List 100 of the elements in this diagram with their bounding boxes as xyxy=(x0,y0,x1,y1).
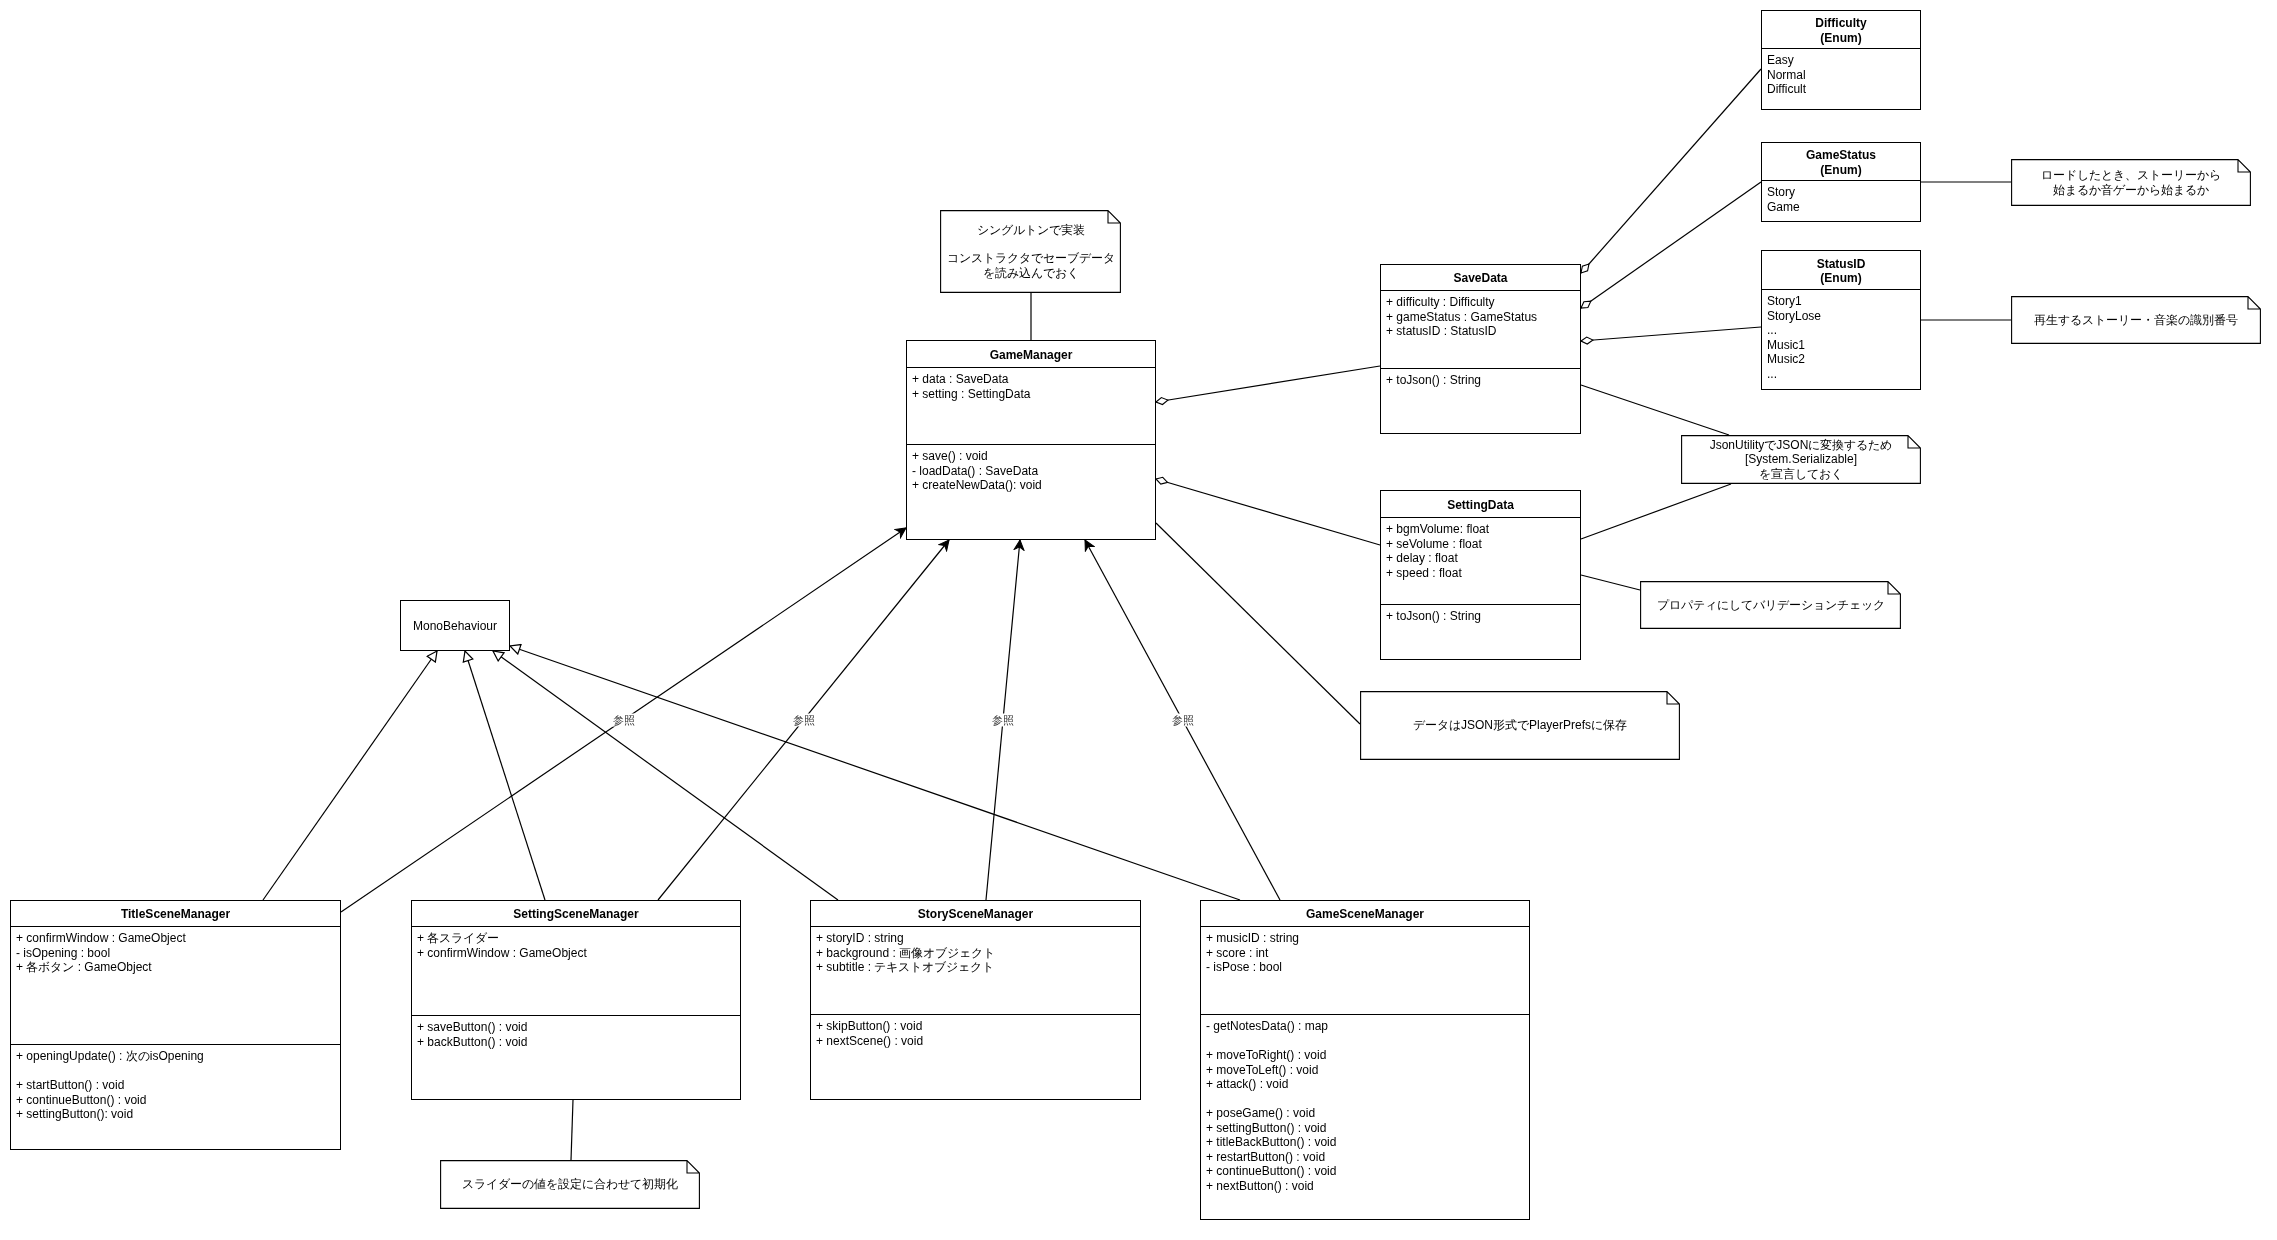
attribute-text: + setting : SettingData xyxy=(912,386,1031,401)
note-box xyxy=(1681,435,1921,484)
method-text: + restartButton() : void xyxy=(1206,1149,1326,1164)
connector-line xyxy=(570,1099,574,1161)
connector-line xyxy=(1580,384,1730,436)
inheritance-arrow xyxy=(462,650,546,901)
note-text: JsonUtilityでJSONに変換するため xyxy=(1709,437,1893,453)
connector-line xyxy=(1920,319,2012,321)
method-text: + continueButton() : void xyxy=(16,1092,147,1107)
attribute-text: + confirmWindow : GameObject xyxy=(417,945,587,960)
edge-label: 参照 xyxy=(611,713,636,727)
attribute-text: + subtitle : テキストオブジェクト xyxy=(816,960,995,975)
aggregation-line xyxy=(1580,68,1762,274)
aggregation-line xyxy=(1580,181,1762,309)
note-box xyxy=(1360,691,1680,760)
method-text: + toJson() : String xyxy=(1386,373,1482,388)
method-text: + save() : void xyxy=(912,449,988,464)
note-box xyxy=(440,1160,700,1209)
attribute-text: + data : SaveData xyxy=(912,372,1009,387)
aggregation-line xyxy=(1155,365,1381,406)
attribute-text: + musicID : string xyxy=(1206,931,1300,946)
attribute-text: + 各ボタン : GameObject xyxy=(16,960,152,975)
attribute-text: + statusID : StatusID xyxy=(1386,324,1497,339)
note-text: プロパティにしてバリデーションチェック xyxy=(1656,597,1885,613)
method-text: + moveToRight() : void xyxy=(1206,1048,1327,1063)
class-box xyxy=(1200,900,1530,1220)
enum-value: StoryLose xyxy=(1767,308,1822,323)
enum-box xyxy=(1761,10,1921,110)
attribute-text: + bgmVolume: float xyxy=(1386,522,1490,537)
arrow xyxy=(657,539,950,901)
attribute-text: + confirmWindow : GameObject xyxy=(16,931,186,946)
enum-box xyxy=(1761,250,1921,390)
arrow xyxy=(1084,539,1281,901)
edge-label: 参照 xyxy=(791,713,816,727)
note-text: 再生するストーリー・音楽の識別番号 xyxy=(2034,312,2238,328)
aggregation-line xyxy=(1580,326,1762,345)
method-text: + openingUpdate() : 次のisOpening xyxy=(16,1049,204,1064)
enum-value: Story xyxy=(1767,185,1795,200)
enum-value: Normal xyxy=(1767,67,1806,82)
method-text: - loadData() : SaveData xyxy=(912,463,1039,478)
aggregation-line xyxy=(1155,476,1381,546)
connector-line xyxy=(1580,483,1732,540)
method-text: + saveButton() : void xyxy=(417,1020,528,1035)
arrow xyxy=(340,527,907,913)
class-box xyxy=(1380,490,1581,660)
enum-value: Easy xyxy=(1767,53,1794,68)
note-text: シングルトンで実装 xyxy=(976,222,1085,238)
class-name: SettingData xyxy=(1447,497,1514,512)
connector-line xyxy=(1920,181,2012,183)
attribute-text: + gameStatus : GameStatus xyxy=(1386,309,1538,324)
method-text: + backButton() : void xyxy=(417,1034,528,1049)
attribute-text: + background : 画像オブジェクト xyxy=(816,945,996,960)
attribute-text: + delay : float xyxy=(1386,551,1458,566)
enum-value: Music1 xyxy=(1767,337,1805,352)
method-text: + skipButton() : void xyxy=(816,1019,923,1034)
note-text: スライダーの値を設定に合わせて初期化 xyxy=(462,1177,678,1192)
method-text: + nextButton() : void xyxy=(1206,1178,1314,1193)
class-box xyxy=(10,900,341,1150)
method-text: + settingButton(): void xyxy=(16,1107,134,1122)
inheritance-arrow xyxy=(492,650,839,901)
inheritance-arrow xyxy=(262,650,438,901)
note-box xyxy=(2011,159,2251,206)
note-box xyxy=(2011,296,2261,344)
attribute-text: + 各スライダー xyxy=(417,931,500,946)
attribute-text: + score : int xyxy=(1206,945,1269,960)
enum-value: Difficult xyxy=(1767,82,1807,97)
class-box xyxy=(400,600,510,651)
note-box xyxy=(940,210,1121,293)
class-box xyxy=(810,900,1141,1100)
method-text: + moveToLeft() : void xyxy=(1206,1062,1319,1077)
connector-line xyxy=(1030,292,1032,341)
note-text: データはJSON形式でPlayerPrefsに保存 xyxy=(1413,718,1627,733)
enum-value: ... xyxy=(1767,323,1777,338)
attribute-text: + speed : float xyxy=(1386,565,1462,580)
edge-label: 参照 xyxy=(1170,713,1195,727)
enum-value: Story1 xyxy=(1767,294,1802,309)
class-name: SaveData xyxy=(1453,270,1508,286)
note-text: を宣言しておく xyxy=(1759,466,1843,482)
method-text: + continueButton() : void xyxy=(1206,1164,1337,1179)
edge-label: 参照 xyxy=(991,713,1015,727)
attribute-text: + difficulty : Difficulty xyxy=(1386,295,1495,310)
method-text: + createNewData(): void xyxy=(912,478,1042,493)
method-text: + poseGame() : void xyxy=(1206,1106,1316,1121)
class-box xyxy=(411,900,741,1100)
class-name: SettingSceneManager xyxy=(513,906,639,922)
attribute-text: + storyID : string xyxy=(816,931,904,946)
enum-value: ... xyxy=(1767,366,1777,381)
class-name: MonoBehaviour xyxy=(412,618,498,633)
class-name: GameStatus (Enum) xyxy=(1806,147,1876,177)
note-text: ロードしたとき、ストーリーから始まるか音ゲーから始まるか xyxy=(2040,168,2222,197)
class-name: StatusID (Enum) xyxy=(1816,256,1866,285)
attribute-text: + seVolume : float xyxy=(1386,536,1482,551)
method-text: + toJson() : String xyxy=(1386,609,1482,624)
class-box xyxy=(906,340,1156,540)
method-text: + settingButton() : void xyxy=(1206,1120,1327,1135)
class-name: TitleSceneManager xyxy=(120,906,231,922)
method-text: + attack() : void xyxy=(1206,1077,1289,1092)
enum-box xyxy=(1761,142,1921,222)
connector-line xyxy=(1580,574,1641,591)
note-text: [System.Serializable] xyxy=(1744,452,1857,467)
